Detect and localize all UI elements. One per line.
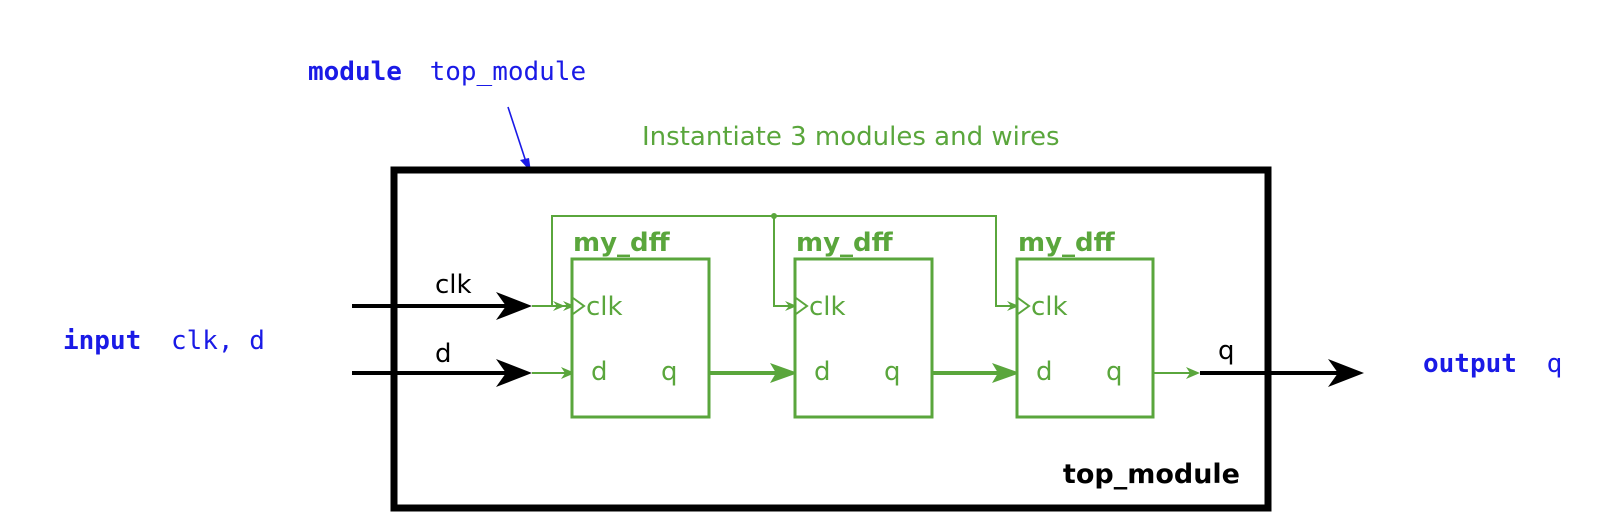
- clock-triangle-icon: [572, 297, 586, 315]
- instance-name: my_dff: [796, 228, 894, 258]
- dff-instance-3: my_dff clk d q: [1015, 228, 1155, 419]
- output-keyword: output: [1423, 349, 1517, 379]
- clk-pin-label: clk: [809, 292, 846, 322]
- q-pin-label: q: [884, 357, 901, 387]
- clock-triangle-icon: [1017, 297, 1031, 315]
- d-pin-label: d: [591, 357, 608, 387]
- module-pointer-arrow: [507, 106, 529, 169]
- module-name: top_module: [430, 57, 587, 87]
- d-arrowhead-1: [561, 367, 575, 379]
- output-declaration: output q: [1423, 349, 1562, 379]
- d-input-wire: [352, 359, 532, 387]
- top-module-label: top_module: [1063, 459, 1240, 490]
- input-names: clk, d: [171, 326, 265, 356]
- clock-triangle-icon: [795, 297, 809, 315]
- module-declaration: module top_module: [308, 57, 586, 87]
- q-pin-label: q: [1106, 357, 1123, 387]
- d-pin-label: d: [1036, 357, 1053, 387]
- q3-output-wire: [1154, 367, 1200, 379]
- d-pin-label: d: [814, 357, 831, 387]
- clk-arrowhead-1: [553, 301, 565, 311]
- clk-arrowhead-3: [1007, 301, 1019, 311]
- clock-junction: [771, 213, 777, 219]
- clk-signal-label: clk: [435, 270, 472, 300]
- q-pin-label: q: [661, 357, 678, 387]
- module-keyword: module: [308, 57, 402, 87]
- clk-arrowhead-1b: [563, 301, 575, 311]
- q2-to-d3-wire: [933, 363, 1020, 383]
- top-module-box: [390, 166, 1272, 512]
- clk-pin-label: clk: [1031, 292, 1068, 322]
- input-declaration: input clk, d: [63, 326, 265, 356]
- clk-arrowhead-2: [785, 301, 797, 311]
- q-signal-label: q: [1218, 336, 1235, 366]
- output-name: q: [1547, 349, 1563, 379]
- instance-name: my_dff: [573, 228, 671, 258]
- input-keyword: input: [63, 326, 141, 356]
- dff-instance-1: my_dff clk d q: [570, 228, 711, 419]
- q-output-wire: [1200, 359, 1364, 387]
- instance-name: my_dff: [1018, 228, 1116, 258]
- d-signal-label: d: [435, 339, 452, 369]
- dff-instance-2: my_dff clk d q: [793, 228, 934, 419]
- clk-pin-label: clk: [586, 292, 623, 322]
- instantiate-annotation: Instantiate 3 modules and wires: [642, 122, 1060, 152]
- q1-to-d2-wire: [710, 363, 798, 383]
- clk-input-wire: [352, 292, 532, 320]
